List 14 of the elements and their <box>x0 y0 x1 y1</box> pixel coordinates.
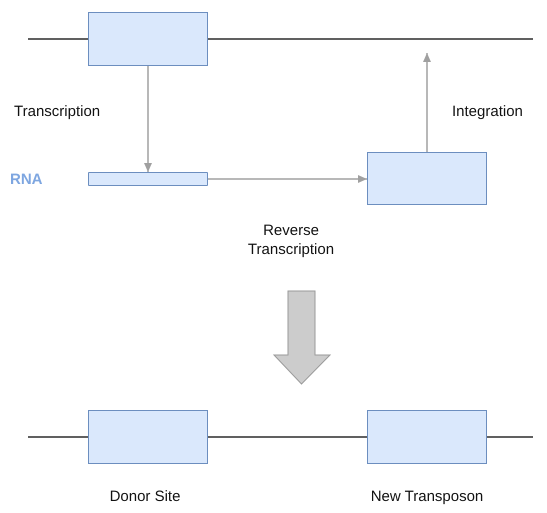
site-label: New Transposon <box>370 487 484 506</box>
site-label: Donor Site <box>108 487 182 506</box>
rna-bar <box>88 172 208 186</box>
arrow <box>144 66 152 172</box>
gene-box <box>88 12 208 66</box>
gene-box <box>367 410 487 464</box>
edge-label: Reverse Transcription <box>246 221 336 259</box>
arrow <box>423 53 431 152</box>
edge-label: Integration <box>452 102 524 121</box>
arrow <box>208 175 367 183</box>
rna-label: RNA <box>10 170 44 189</box>
edge-label: Transcription <box>14 102 102 121</box>
gene-box <box>88 410 208 464</box>
gene-box <box>367 152 487 205</box>
